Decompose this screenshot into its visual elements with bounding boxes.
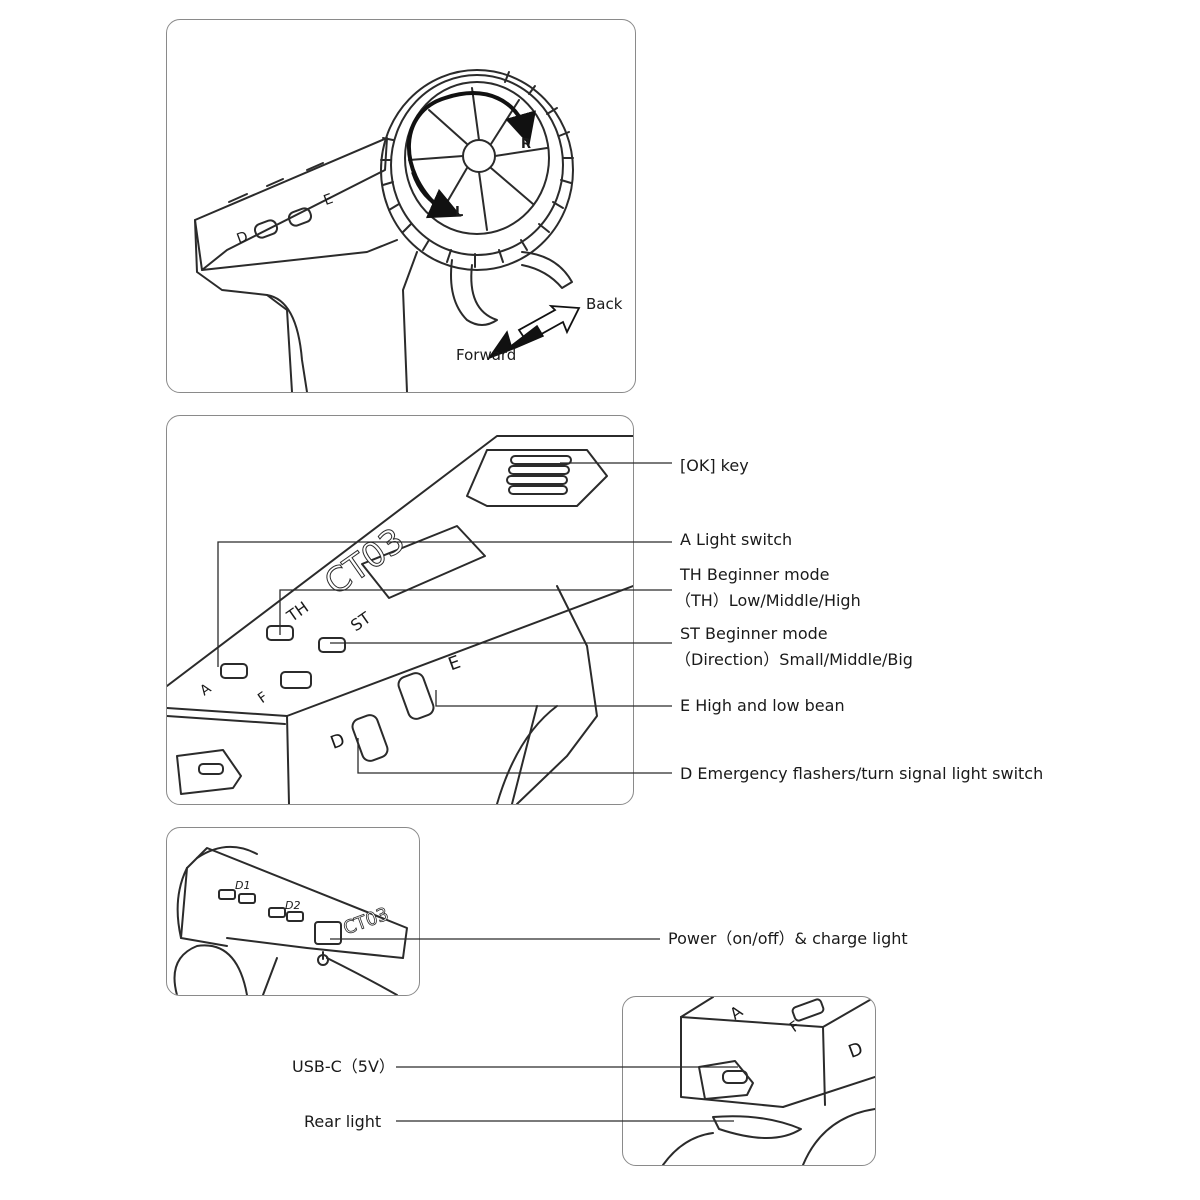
panel-steering-throttle: R L Back Forward D E [166,19,636,393]
transmitter-front-illustration [662,997,875,1165]
dial-label-r: R [521,137,532,152]
callout-e-beam: E High and low bean [680,696,845,715]
body-text-d1: D1 [235,879,251,892]
label-forward: Forward [456,346,517,364]
transmitter-side-illustration [194,69,574,392]
callout-st-title: ST Beginner mode [680,624,828,643]
callout-rear-light: Rear light [304,1112,382,1131]
label-back: Back [586,295,623,313]
dial-label-l: L [455,205,464,220]
callout-ok-key: [OK] key [680,456,749,475]
body-text-d2: D2 [285,899,301,912]
callout-st-sub: （Direction）Small/Middle/Big [675,650,913,669]
panel-power: D1 D2 CT03 [166,827,420,996]
callout-a-light-switch: A Light switch [680,530,793,549]
callout-usb-c: USB-C（5V） [292,1057,395,1076]
rotation-arrow-icon [406,91,581,360]
callout-th-sub: （TH）Low/Middle/High [675,591,861,610]
callout-d-flashers: D Emergency flashers/turn signal light s… [680,764,1044,783]
transmitter-rear-illustration [173,845,408,995]
callout-th-title: TH Beginner mode [680,565,830,584]
callout-power: Power（on/off）& charge light [668,929,908,948]
transmitter-top-illustration [167,435,633,804]
panel-top-switches: CT03 TH ST A F D E [166,415,634,805]
panel-usb-rear: A F D [622,996,876,1166]
